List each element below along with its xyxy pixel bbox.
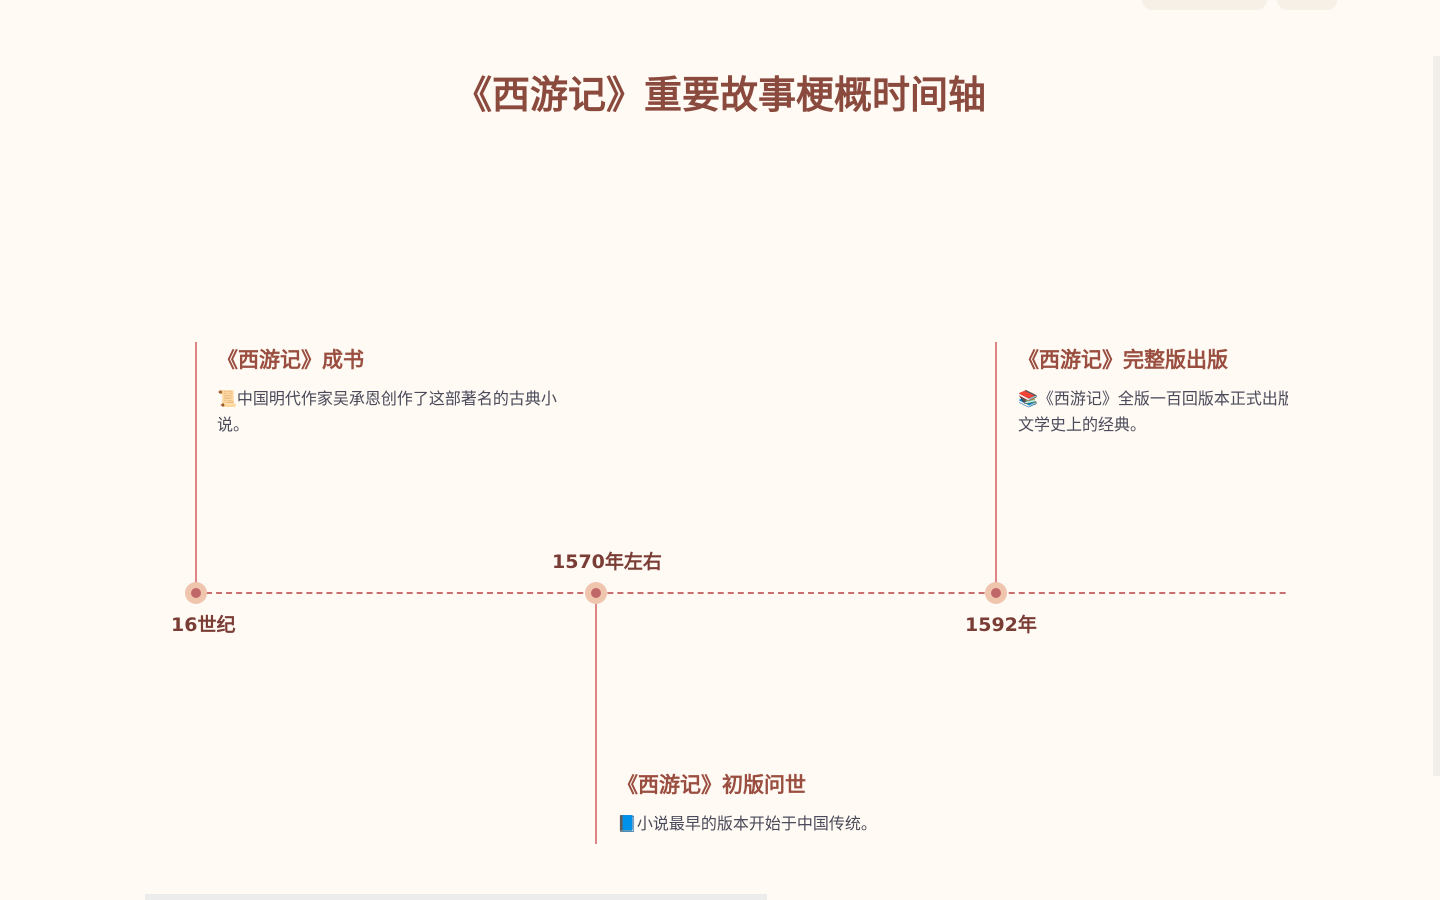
blue-book-icon: 📘	[617, 814, 637, 833]
timeline-dot[interactable]	[585, 582, 607, 604]
connector-line	[195, 342, 197, 592]
event-text: 中国明代作家吴承恩创作了这部著名的古典小说。	[217, 389, 557, 434]
event-title: 《西游记》完整版出版	[1018, 348, 1228, 372]
event-text: 《西游记》全版一百回版本正式出版，成为中国文学史上的经典。	[1018, 389, 1288, 434]
event-text: 小说最早的版本开始于中国传统。	[636, 814, 877, 833]
event-card: 《西游记》完整版出版 📚《西游记》全版一百回版本正式出版，成为中国文学史上的经典…	[1018, 344, 1288, 438]
event-card: 《西游记》初版问世 📘小说最早的版本开始于中国传统。	[617, 769, 977, 837]
scroll-icon: 📜	[217, 389, 237, 408]
timeline-dot[interactable]	[985, 582, 1007, 604]
timeline: 16世纪 《西游记》成书 📜中国明代作家吴承恩创作了这部著名的古典小说。 157…	[171, 342, 1288, 844]
event-date: 1592年	[965, 614, 1037, 636]
event-date: 1570年左右	[552, 551, 662, 573]
horizontal-scrollbar[interactable]	[145, 894, 767, 900]
books-icon: 📚	[1018, 389, 1038, 408]
event-date: 16世纪	[171, 614, 236, 636]
top-button-2[interactable]	[1277, 0, 1337, 10]
event-title: 《西游记》初版问世	[617, 773, 806, 797]
timeline-dot[interactable]	[185, 582, 207, 604]
top-button-1[interactable]	[1142, 0, 1267, 10]
connector-line	[595, 592, 597, 844]
vertical-scrollbar[interactable]	[1433, 56, 1440, 776]
connector-line	[995, 342, 997, 592]
page-title: 《西游记》重要故事梗概时间轴	[453, 73, 986, 117]
event-title: 《西游记》成书	[217, 348, 364, 372]
event-card: 《西游记》成书 📜中国明代作家吴承恩创作了这部著名的古典小说。	[217, 344, 577, 438]
timeline-axis	[196, 592, 1288, 594]
